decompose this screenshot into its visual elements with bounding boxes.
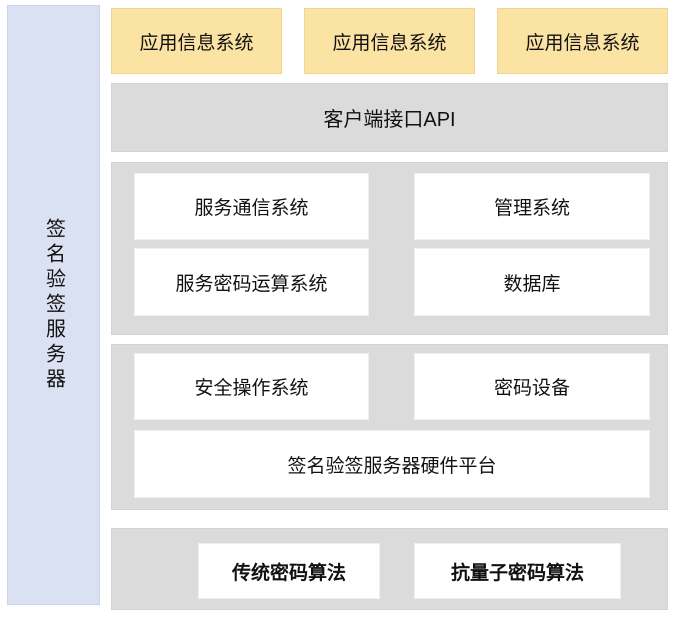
database-label: 数据库 — [503, 273, 561, 295]
algorithm-panel: 传统密码算法 抗量子密码算法 — [111, 528, 668, 610]
sidebar-label: 签名验签服务器 — [42, 217, 65, 393]
management-system-box: 管理系统 — [414, 173, 650, 240]
app-info-system-label-2: 应用信息系统 — [332, 32, 447, 54]
app-info-system-box-3: 应用信息系统 — [497, 8, 668, 74]
post-quantum-crypto-algorithm-label: 抗量子密码算法 — [450, 562, 584, 584]
service-crypto-computation-system-label: 服务密码运算系统 — [175, 273, 328, 295]
secure-os-box: 安全操作系统 — [134, 353, 369, 420]
sidebar-signature-verification-server: 签名验签服务器 — [7, 5, 100, 605]
service-communication-system-box: 服务通信系统 — [134, 173, 369, 240]
hardware-platform-label: 签名验签服务器硬件平台 — [287, 455, 497, 477]
traditional-crypto-algorithm-box: 传统密码算法 — [198, 543, 380, 599]
app-info-system-box-1: 应用信息系统 — [111, 8, 282, 74]
database-box: 数据库 — [414, 248, 650, 316]
crypto-device-label: 密码设备 — [493, 378, 570, 399]
platform-panel: 安全操作系统 密码设备 签名验签服务器硬件平台 — [111, 344, 668, 510]
crypto-device-box: 密码设备 — [414, 353, 650, 420]
post-quantum-crypto-algorithm-box: 抗量子密码算法 — [414, 543, 621, 599]
client-api-bar: 客户端接口API — [111, 83, 668, 152]
management-system-label: 管理系统 — [493, 198, 570, 219]
service-communication-system-label: 服务通信系统 — [194, 198, 309, 219]
client-api-label: 客户端接口API — [323, 109, 456, 131]
secure-os-label: 安全操作系统 — [194, 378, 309, 399]
app-info-system-label-3: 应用信息系统 — [525, 32, 640, 54]
app-info-system-box-2: 应用信息系统 — [304, 8, 475, 74]
service-software-panel: 服务通信系统 管理系统 服务密码运算系统 数据库 — [111, 162, 668, 335]
service-crypto-computation-system-box: 服务密码运算系统 — [134, 248, 369, 316]
hardware-platform-box: 签名验签服务器硬件平台 — [134, 430, 650, 498]
app-info-system-label-1: 应用信息系统 — [139, 32, 254, 54]
traditional-crypto-algorithm-label: 传统密码算法 — [231, 562, 346, 584]
